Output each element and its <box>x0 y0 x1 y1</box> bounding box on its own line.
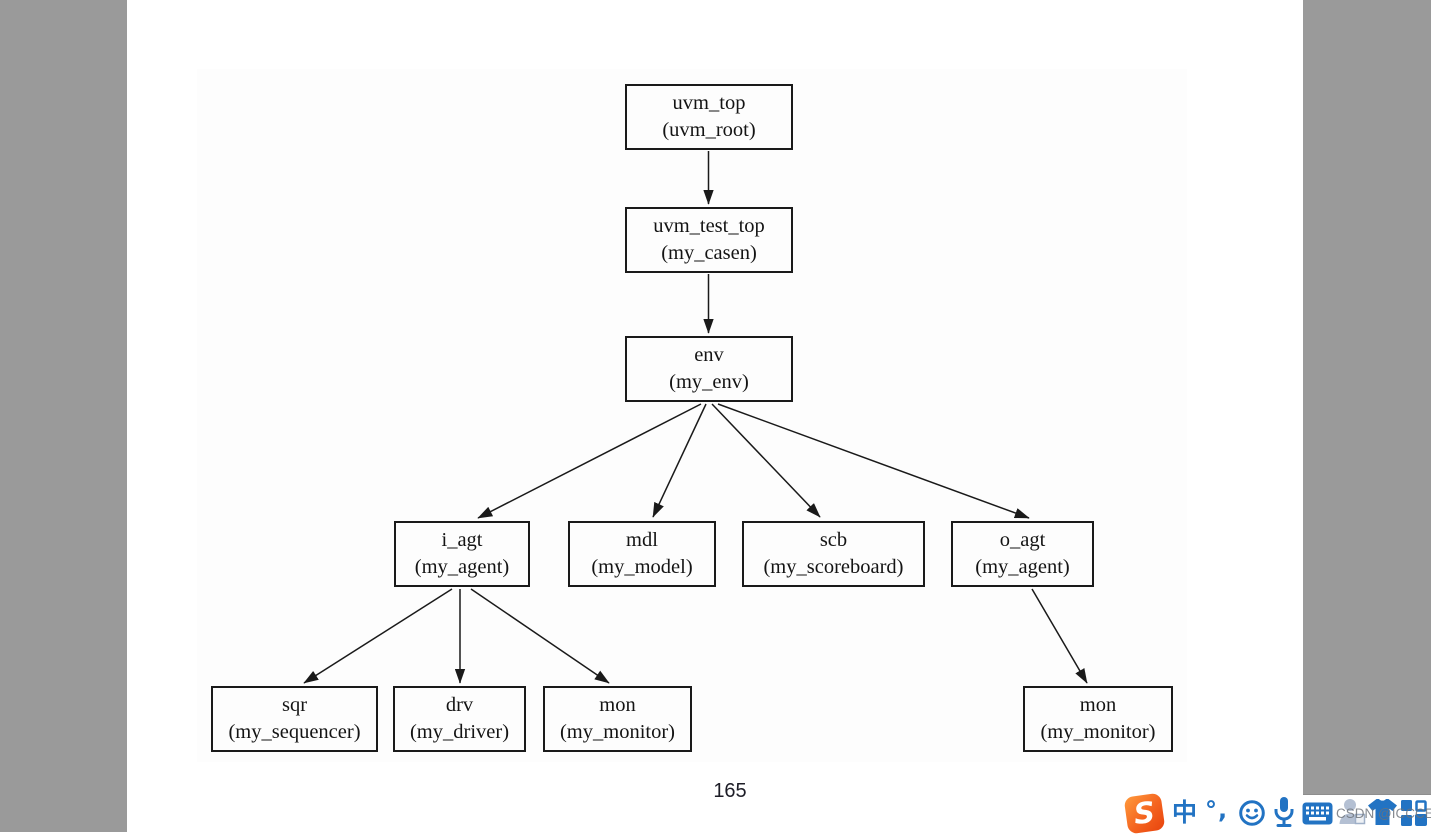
chinese-input-mode-icon[interactable]: 中 <box>1172 799 1197 827</box>
emoji-picker-icon[interactable] <box>1238 799 1266 832</box>
node-instance-name: sqr <box>281 694 308 716</box>
microphone-icon <box>1274 797 1294 827</box>
node-instance-name: uvm_top <box>672 92 746 114</box>
skin-theme-icon[interactable] <box>1367 798 1398 832</box>
punctuation-mode-icon[interactable]: °, <box>1205 795 1228 825</box>
diagram-scan-region <box>197 69 1187 762</box>
punctuation-label: °, <box>1205 796 1229 824</box>
node-class-name: (uvm_root) <box>662 119 756 141</box>
tshirt-icon <box>1368 799 1397 825</box>
virtual-keyboard-icon[interactable] <box>1302 802 1333 830</box>
diagram-node-sqr: sqr (my_sequencer) <box>211 686 378 752</box>
node-class-name: (my_scoreboard) <box>763 556 904 578</box>
person-icon <box>1339 799 1366 825</box>
voice-input-icon[interactable] <box>1272 796 1296 833</box>
grid-icon <box>1401 800 1427 826</box>
diagram-node-env: env (my_env) <box>625 336 793 402</box>
sogou-logo-icon[interactable]: S <box>1123 792 1166 834</box>
left-gutter <box>0 0 127 832</box>
page-number: 165 <box>713 780 747 802</box>
node-instance-name: mon <box>1079 694 1117 716</box>
diagram-node-mdl: mdl (my_model) <box>568 521 716 587</box>
diagram-node-drv: drv (my_driver) <box>393 686 526 752</box>
node-instance-name: i_agt <box>441 529 483 551</box>
smiley-face-icon <box>1239 800 1265 826</box>
diagram-node-o-agt: o_agt (my_agent) <box>951 521 1094 587</box>
node-class-name: (my_driver) <box>409 721 510 743</box>
diagram-node-mon-input: mon (my_monitor) <box>543 686 692 752</box>
sogou-logo-letter: S <box>1132 795 1157 832</box>
node-class-name: (my_monitor) <box>1040 721 1156 743</box>
node-instance-name: uvm_test_top <box>653 215 765 237</box>
node-class-name: (my_agent) <box>975 556 1070 578</box>
diagram-node-mon-output: mon (my_monitor) <box>1023 686 1173 752</box>
node-instance-name: mon <box>599 694 636 716</box>
node-instance-name: scb <box>819 529 848 551</box>
node-instance-name: env <box>694 344 724 366</box>
account-icon[interactable] <box>1339 797 1366 832</box>
diagram-node-uvm-top: uvm_top (uvm_root) <box>625 84 793 150</box>
node-instance-name: drv <box>445 694 474 716</box>
node-class-name: (my_casen) <box>661 242 757 264</box>
node-instance-name: mdl <box>626 529 658 551</box>
toolbox-icon[interactable] <box>1400 799 1428 832</box>
node-class-name: (my_sequencer) <box>228 721 361 743</box>
right-gutter <box>1303 0 1431 795</box>
diagram-node-scb: scb (my_scoreboard) <box>742 521 925 587</box>
node-class-name: (my_env) <box>669 371 749 393</box>
node-class-name: (my_monitor) <box>559 721 675 743</box>
chinese-mode-label: 中 <box>1172 798 1198 827</box>
diagram-node-i-agt: i_agt (my_agent) <box>394 521 530 587</box>
node-class-name: (my_model) <box>591 556 693 578</box>
keyboard-icon <box>1302 802 1333 825</box>
diagram-node-uvm-test-top: uvm_test_top (my_casen) <box>625 207 793 273</box>
node-instance-name: o_agt <box>999 529 1046 551</box>
node-class-name: (my_agent) <box>414 556 510 578</box>
